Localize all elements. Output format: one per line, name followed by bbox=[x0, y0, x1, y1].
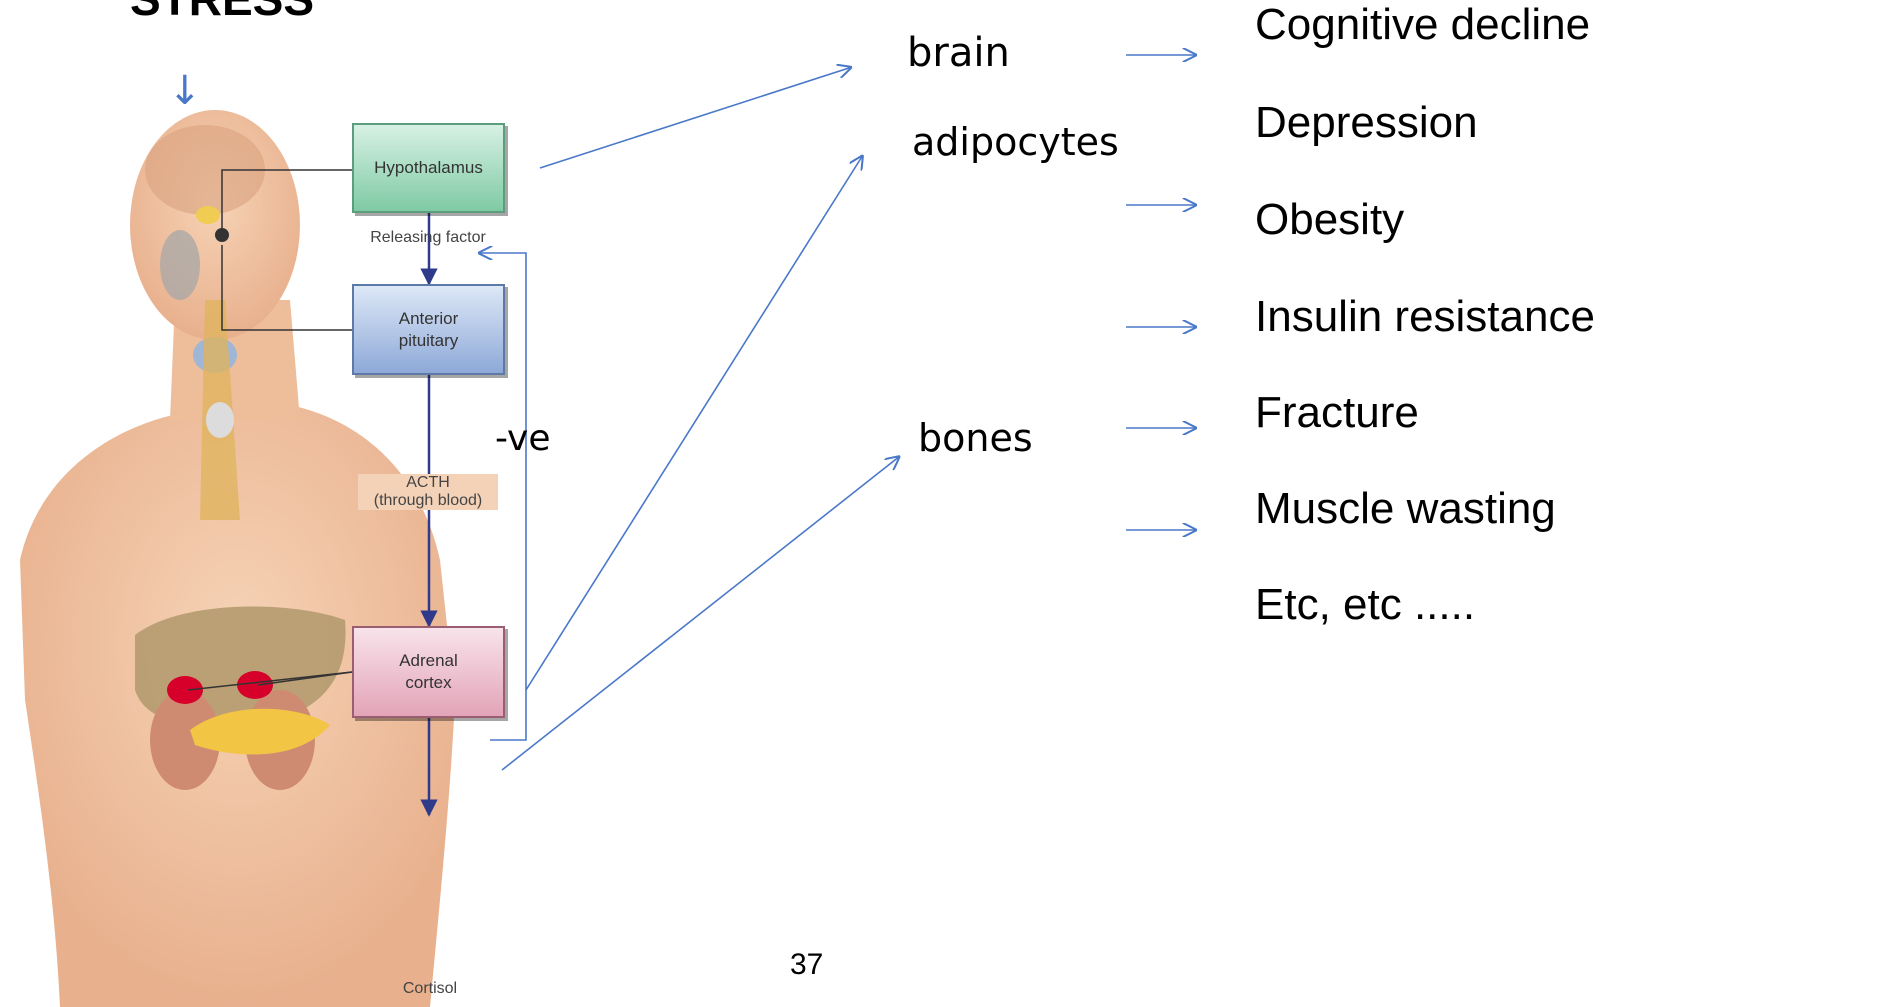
releasing-factor-label: Releasing factor bbox=[370, 229, 486, 246]
negative-feedback-loop bbox=[478, 253, 527, 741]
cortisol-label: Cortisol bbox=[402, 980, 458, 997]
target-brain: brain bbox=[907, 30, 1010, 76]
effect-fracture: Fracture bbox=[1255, 388, 1419, 437]
hypothalamus-box: Hypothalamus bbox=[352, 123, 505, 213]
effect-arrows bbox=[1126, 55, 1197, 530]
slide-title: STRESS bbox=[130, 0, 314, 26]
effect-obesity: Obesity bbox=[1255, 195, 1405, 244]
hypothalamus-label: Hypothalamus bbox=[374, 158, 483, 177]
target-bones: bones bbox=[918, 416, 1033, 460]
effect-cognitive-decline: Cognitive decline bbox=[1255, 0, 1591, 49]
negative-feedback-label: -ve bbox=[495, 418, 551, 459]
stress-down-arrow-icon: ↓ bbox=[168, 68, 202, 114]
organ-connector-lines bbox=[187, 169, 353, 691]
anterior-pituitary-label: Anterior pituitary bbox=[398, 308, 459, 350]
target-adipocytes: adipocytes bbox=[912, 120, 1119, 164]
human-body-figure bbox=[20, 110, 455, 1007]
adrenal-cortex-box: Adrenal cortex bbox=[352, 626, 505, 718]
effect-depression: Depression bbox=[1255, 98, 1478, 147]
target-arrows bbox=[501, 67, 900, 771]
anterior-pituitary-box: Anterior pituitary bbox=[352, 284, 505, 375]
page-number: 37 bbox=[790, 948, 824, 981]
adrenal-cortex-label: Adrenal cortex bbox=[399, 651, 458, 692]
effect-insulin-resistance: Insulin resistance bbox=[1255, 292, 1595, 341]
effect-etc: Etc, etc ..... bbox=[1255, 580, 1476, 629]
acth-label: ACTH (through blood) bbox=[358, 474, 498, 510]
effect-muscle-wasting: Muscle wasting bbox=[1255, 484, 1556, 533]
